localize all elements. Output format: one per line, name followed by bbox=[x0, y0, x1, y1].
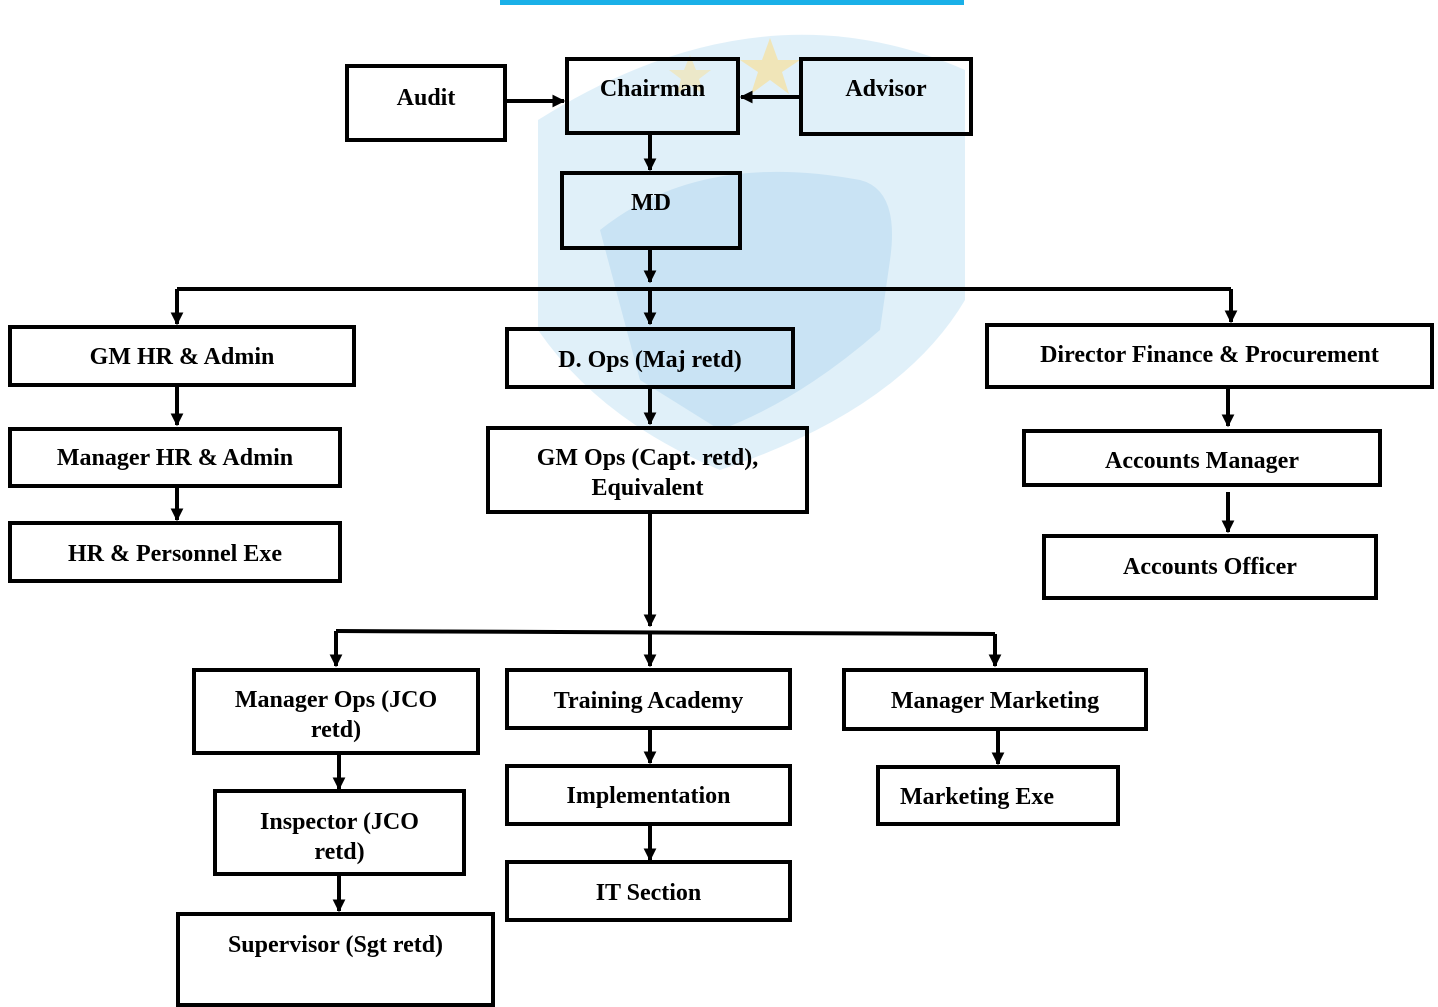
node-manager-ops: Manager Ops (JCO retd) bbox=[192, 668, 480, 755]
node-md: MD bbox=[560, 171, 742, 250]
node-manager-hr-admin: Manager HR & Admin bbox=[8, 427, 342, 488]
node-accounts-officer: Accounts Officer bbox=[1042, 534, 1378, 600]
node-gm-hr-admin: GM HR & Admin bbox=[8, 325, 356, 387]
node-director-finance: Director Finance & Procurement bbox=[985, 323, 1434, 389]
connector-level4-bus bbox=[335, 629, 996, 636]
node-training-academy: Training Academy bbox=[505, 668, 792, 730]
node-advisor: Advisor bbox=[799, 57, 973, 136]
node-marketing-exe: Marketing Exe bbox=[876, 765, 1120, 826]
node-manager-marketing: Manager Marketing bbox=[842, 668, 1148, 731]
node-d-ops: D. Ops (Maj retd) bbox=[505, 327, 795, 389]
watermark-star-icon bbox=[740, 38, 800, 94]
node-implementation: Implementation bbox=[505, 764, 792, 826]
watermark-star-icon bbox=[669, 55, 711, 94]
node-inspector: Inspector (JCO retd) bbox=[213, 789, 466, 876]
node-accounts-manager: Accounts Manager bbox=[1022, 429, 1382, 487]
node-audit: Audit bbox=[345, 64, 507, 142]
node-hr-personnel-exe: HR & Personnel Exe bbox=[8, 521, 342, 583]
node-chairman: Chairman bbox=[565, 57, 740, 135]
node-gm-ops: GM Ops (Capt. retd), Equivalent bbox=[486, 426, 809, 514]
node-it-section: IT Section bbox=[505, 860, 792, 922]
top-accent-bar bbox=[500, 0, 964, 5]
